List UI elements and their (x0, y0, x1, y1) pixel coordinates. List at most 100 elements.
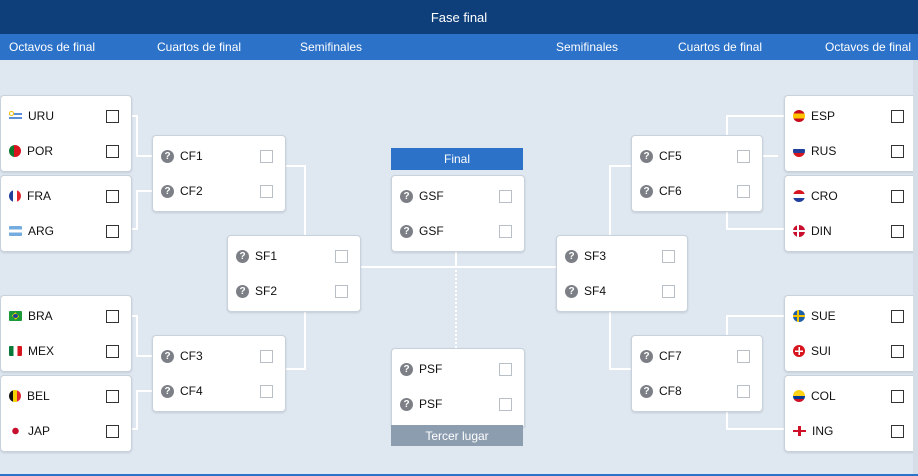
team-name: ARG (28, 224, 55, 238)
russia-flag-icon (793, 145, 805, 157)
select-checkbox[interactable] (106, 309, 119, 323)
team-row[interactable]: SUE (785, 306, 916, 326)
sweden-flag-icon (793, 310, 805, 322)
team-row[interactable]: BRA (1, 306, 131, 326)
select-checkbox[interactable] (737, 184, 750, 198)
team-name: BEL (27, 389, 50, 403)
select-checkbox[interactable] (662, 284, 675, 298)
team-row[interactable]: ? SF2 (228, 281, 360, 301)
select-checkbox[interactable] (891, 344, 904, 358)
team-name: URU (28, 109, 54, 123)
select-checkbox[interactable] (737, 349, 750, 363)
team-row[interactable]: CRO (785, 186, 916, 206)
team-row[interactable]: ? CF4 (153, 381, 285, 401)
team-name: GSF (419, 224, 444, 238)
question-icon: ? (640, 149, 653, 163)
select-checkbox[interactable] (499, 224, 512, 238)
team-row[interactable]: ESP (785, 106, 916, 126)
team-row[interactable]: COL (785, 386, 916, 406)
select-checkbox[interactable] (891, 389, 904, 403)
team-name: FRA (27, 189, 51, 203)
team-row[interactable]: ING (785, 421, 916, 441)
match-card-r16: COL ING (784, 375, 917, 452)
team-row[interactable]: ? CF8 (632, 381, 762, 401)
question-icon: ? (640, 349, 653, 363)
round-label: Octavos de final (9, 40, 96, 54)
argentina-flag-icon (9, 226, 22, 236)
team-row[interactable]: ? CF3 (153, 346, 285, 366)
team-row[interactable]: ? SF4 (557, 281, 687, 301)
belgium-flag-icon (9, 390, 21, 402)
team-name: JAP (28, 424, 51, 438)
team-row[interactable]: ? SF3 (557, 246, 687, 266)
team-name: CRO (811, 189, 838, 203)
select-checkbox[interactable] (260, 184, 273, 198)
select-checkbox[interactable] (891, 109, 904, 123)
team-name: SF3 (584, 249, 607, 263)
team-row[interactable]: MEX (1, 341, 131, 361)
scrollbar[interactable] (913, 60, 918, 476)
select-checkbox[interactable] (891, 144, 904, 158)
team-row[interactable]: ? CF6 (632, 181, 762, 201)
team-row[interactable]: RUS (785, 141, 916, 161)
team-row[interactable]: BEL (1, 386, 131, 406)
team-row[interactable]: ? SF1 (228, 246, 360, 266)
select-checkbox[interactable] (737, 149, 750, 163)
match-card-qf: ? CF7 ? CF8 (631, 335, 763, 412)
select-checkbox[interactable] (106, 189, 119, 203)
select-checkbox[interactable] (106, 109, 119, 123)
team-row[interactable]: POR (1, 141, 131, 161)
team-row[interactable]: FRA (1, 186, 131, 206)
round-label: Semifinales (300, 40, 363, 54)
team-row[interactable]: SUI (785, 341, 916, 361)
bottom-divider (0, 474, 918, 476)
team-row[interactable]: DIN (785, 221, 916, 241)
select-checkbox[interactable] (891, 424, 904, 438)
team-row[interactable]: ARG (1, 221, 131, 241)
match-card-r16: ESP RUS (784, 95, 917, 172)
select-checkbox[interactable] (106, 389, 119, 403)
team-row[interactable]: ? CF7 (632, 346, 762, 366)
team-name: CF2 (180, 184, 203, 198)
select-checkbox[interactable] (335, 249, 348, 263)
match-card-sf: ? SF3 ? SF4 (556, 235, 688, 312)
round-label: Semifinales (556, 40, 619, 54)
team-row[interactable]: JAP (1, 421, 131, 441)
round-label: Cuartos de final (157, 40, 242, 54)
question-icon: ? (236, 284, 249, 298)
team-name: ESP (811, 109, 836, 123)
team-row[interactable]: ? PSF (392, 394, 524, 414)
select-checkbox[interactable] (662, 249, 675, 263)
select-checkbox[interactable] (891, 224, 904, 238)
select-checkbox[interactable] (106, 424, 119, 438)
round-names-bar: Octavos de final Cuartos de final Semifi… (0, 34, 918, 60)
team-row[interactable]: URU (1, 106, 131, 126)
team-row[interactable]: ? GSF (392, 221, 524, 241)
mexico-flag-icon (9, 346, 22, 356)
team-row[interactable]: ? GSF (392, 186, 524, 206)
select-checkbox[interactable] (499, 397, 512, 411)
select-checkbox[interactable] (260, 149, 273, 163)
select-checkbox[interactable] (737, 384, 750, 398)
team-row[interactable]: ? CF2 (153, 181, 285, 201)
select-checkbox[interactable] (106, 224, 119, 238)
select-checkbox[interactable] (106, 344, 119, 358)
question-icon: ? (565, 249, 578, 263)
select-checkbox[interactable] (335, 284, 348, 298)
team-row[interactable]: ? CF5 (632, 146, 762, 166)
final-label-text: Final (443, 152, 470, 166)
select-checkbox[interactable] (260, 384, 273, 398)
select-checkbox[interactable] (499, 189, 512, 203)
team-name: ING (812, 424, 834, 438)
team-row[interactable]: ? CF1 (153, 146, 285, 166)
select-checkbox[interactable] (260, 349, 273, 363)
select-checkbox[interactable] (891, 189, 904, 203)
team-row[interactable]: ? PSF (392, 359, 524, 379)
select-checkbox[interactable] (891, 309, 904, 323)
select-checkbox[interactable] (499, 362, 512, 376)
team-name: GSF (419, 189, 444, 203)
select-checkbox[interactable] (106, 144, 119, 158)
match-card-r16: CRO DIN (784, 175, 917, 252)
team-name: CF7 (659, 349, 682, 363)
round-label: Cuartos de final (678, 40, 763, 54)
